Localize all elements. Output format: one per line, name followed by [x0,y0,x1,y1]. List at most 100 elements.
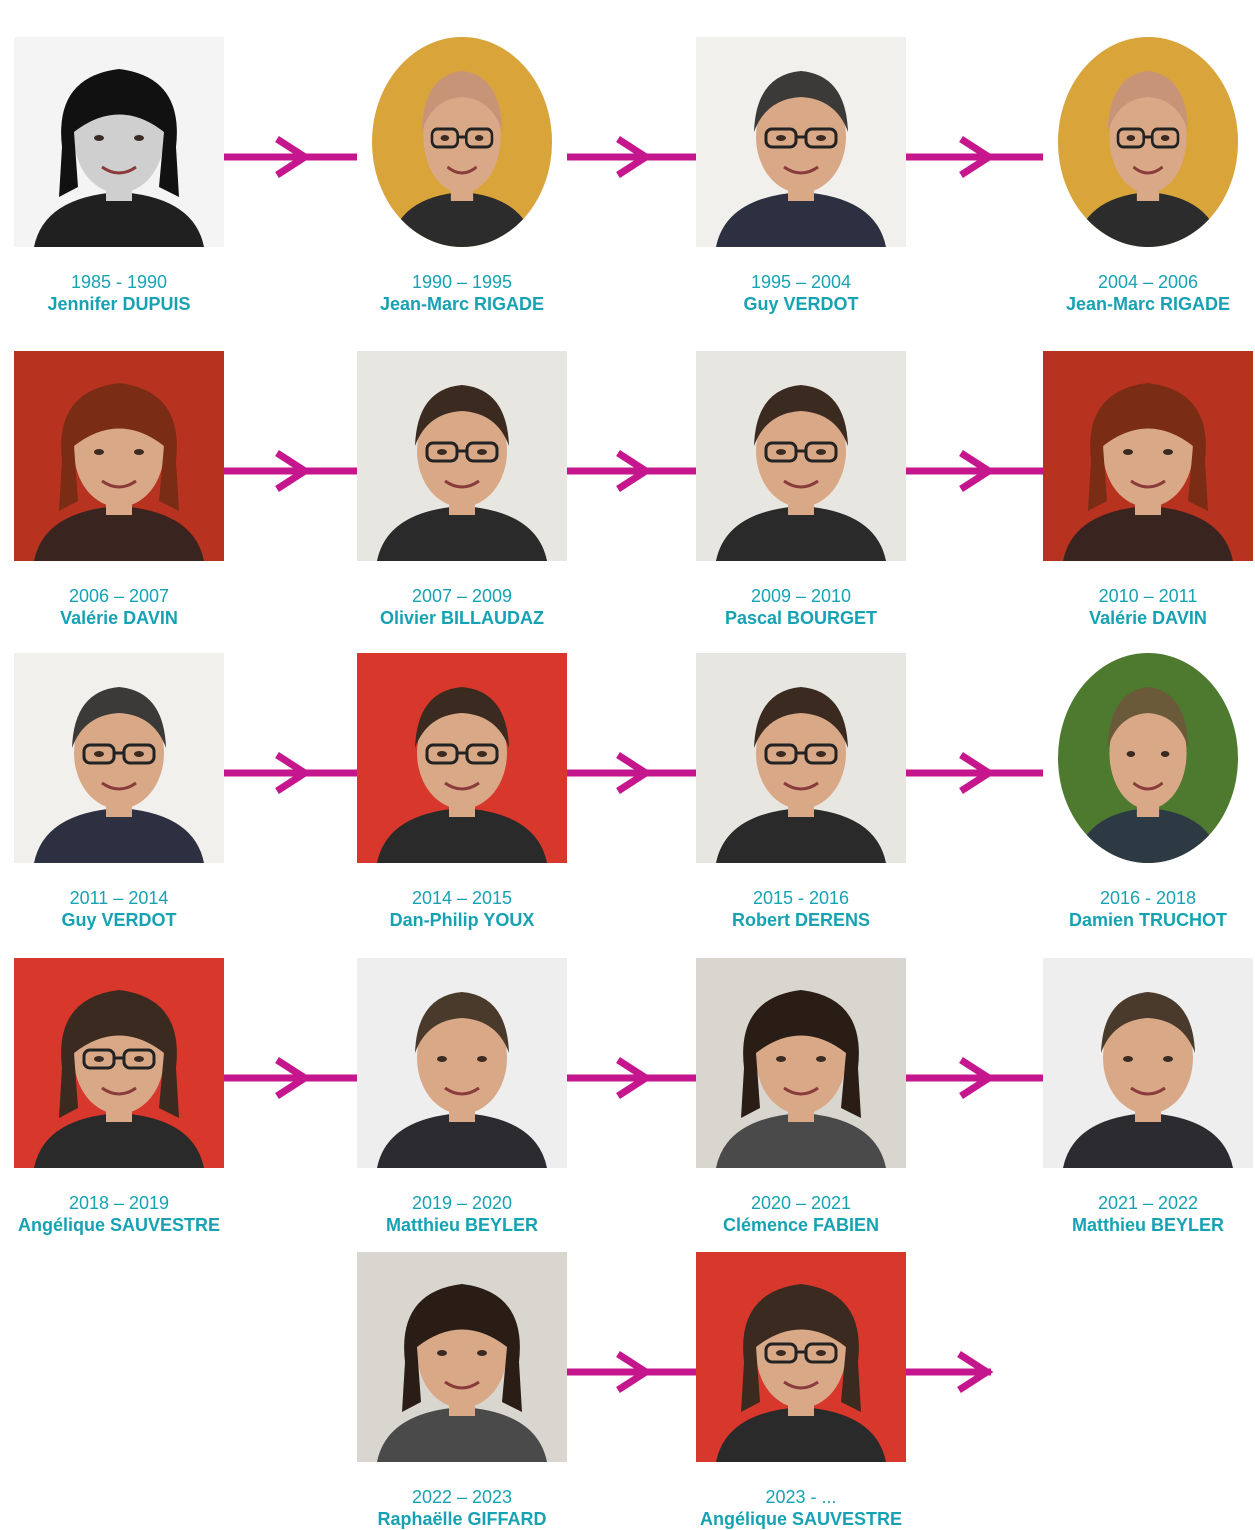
arrow-head-icon [953,1056,997,1100]
portrait-photo [357,653,567,863]
timeline-arrow [906,451,1043,491]
portrait-photo [14,37,224,247]
person-name: Valérie DAVIN [60,608,178,628]
person-name: Matthieu BEYLER [385,1215,538,1235]
arrow-head-icon [269,751,313,795]
person-name: Dan-Philip YOUX [389,910,535,930]
arrow-head-icon [610,751,654,795]
person-name: Valérie DAVIN [1089,608,1207,628]
portrait-photo [1043,958,1253,1168]
timeline-arrow [224,753,357,793]
arrow-head-icon [610,135,654,179]
term-years: 2006 – 2007 [68,586,170,606]
person-name: Damien TRUCHOT [1068,910,1227,930]
person-name: Clémence FABIEN [722,1215,880,1235]
term-years: 2015 - 2016 [752,888,850,908]
person-name: Olivier BILLAUDAZ [379,608,544,628]
portrait-photo [14,351,224,561]
portrait-photo [696,1252,906,1462]
arrow-head-icon [610,449,654,493]
term-years: 1995 – 2004 [750,272,852,292]
portrait-photo [372,37,552,247]
term-years: 2004 – 2006 [1097,272,1199,292]
arrow-head-icon [610,1056,654,1100]
term-years: 2009 – 2010 [750,586,852,606]
term-years: 1990 – 1995 [411,272,513,292]
portrait-photo [357,1252,567,1462]
timeline-arrow [906,753,1043,793]
arrow-head-icon [953,449,997,493]
arrow-head-icon [269,449,313,493]
term-years: 2020 – 2021 [750,1193,852,1213]
person-name: Angélique SAUVESTRE [17,1215,221,1235]
portrait-photo [1058,37,1238,247]
timeline-arrow [567,451,696,491]
portrait-photo [696,351,906,561]
arrow-head-icon [610,1350,654,1394]
timeline-arrow [906,1058,1043,1098]
arrow-head-icon [951,1350,995,1394]
portrait-photo [696,653,906,863]
person-caption: 2023 - ...Angélique SAUVESTRE [671,1486,931,1530]
term-years: 2019 – 2020 [411,1193,513,1213]
person-name: Guy VERDOT [61,910,177,930]
timeline-arrow [567,1352,696,1392]
timeline-arrow [906,1352,991,1392]
portrait-photo [14,958,224,1168]
person-name: Jean-Marc RIGADE [379,294,545,314]
term-years: 2022 – 2023 [411,1487,513,1507]
portrait-photo [696,37,906,247]
portrait-photo [696,958,906,1168]
term-years: 2014 – 2015 [411,888,513,908]
person-name: Raphaëlle GIFFARD [377,1509,547,1529]
person-name: Robert DERENS [731,910,870,930]
arrow-head-icon [953,135,997,179]
timeline-arrow [906,137,1043,177]
term-years: 2016 - 2018 [1099,888,1197,908]
person-name: Angélique SAUVESTRE [699,1509,903,1529]
portrait-photo [1058,653,1238,863]
term-years: 2018 – 2019 [68,1193,170,1213]
term-years: 2010 – 2011 [1098,586,1198,606]
portrait-photo [14,653,224,863]
person-name: Jennifer DUPUIS [47,294,191,314]
term-years: 2011 – 2014 [69,888,169,908]
portrait-photo [357,351,567,561]
portrait-photo [357,958,567,1168]
timeline-arrow [567,1058,696,1098]
term-years: 2007 – 2009 [411,586,513,606]
person-name: Pascal BOURGET [724,608,878,628]
timeline-arrow [224,1058,357,1098]
arrow-head-icon [269,1056,313,1100]
term-years: 2023 - ... [765,1487,837,1507]
term-years: 2021 – 2022 [1097,1193,1199,1213]
timeline-arrow [567,137,696,177]
person-name: Jean-Marc RIGADE [1065,294,1231,314]
timeline-arrow [224,137,357,177]
portrait-photo [1043,351,1253,561]
timeline-arrow [224,451,357,491]
timeline-arrow [567,753,696,793]
person-name: Guy VERDOT [743,294,859,314]
arrow-head-icon [953,751,997,795]
person-name: Matthieu BEYLER [1071,1215,1224,1235]
term-years: 1985 - 1990 [70,272,168,292]
